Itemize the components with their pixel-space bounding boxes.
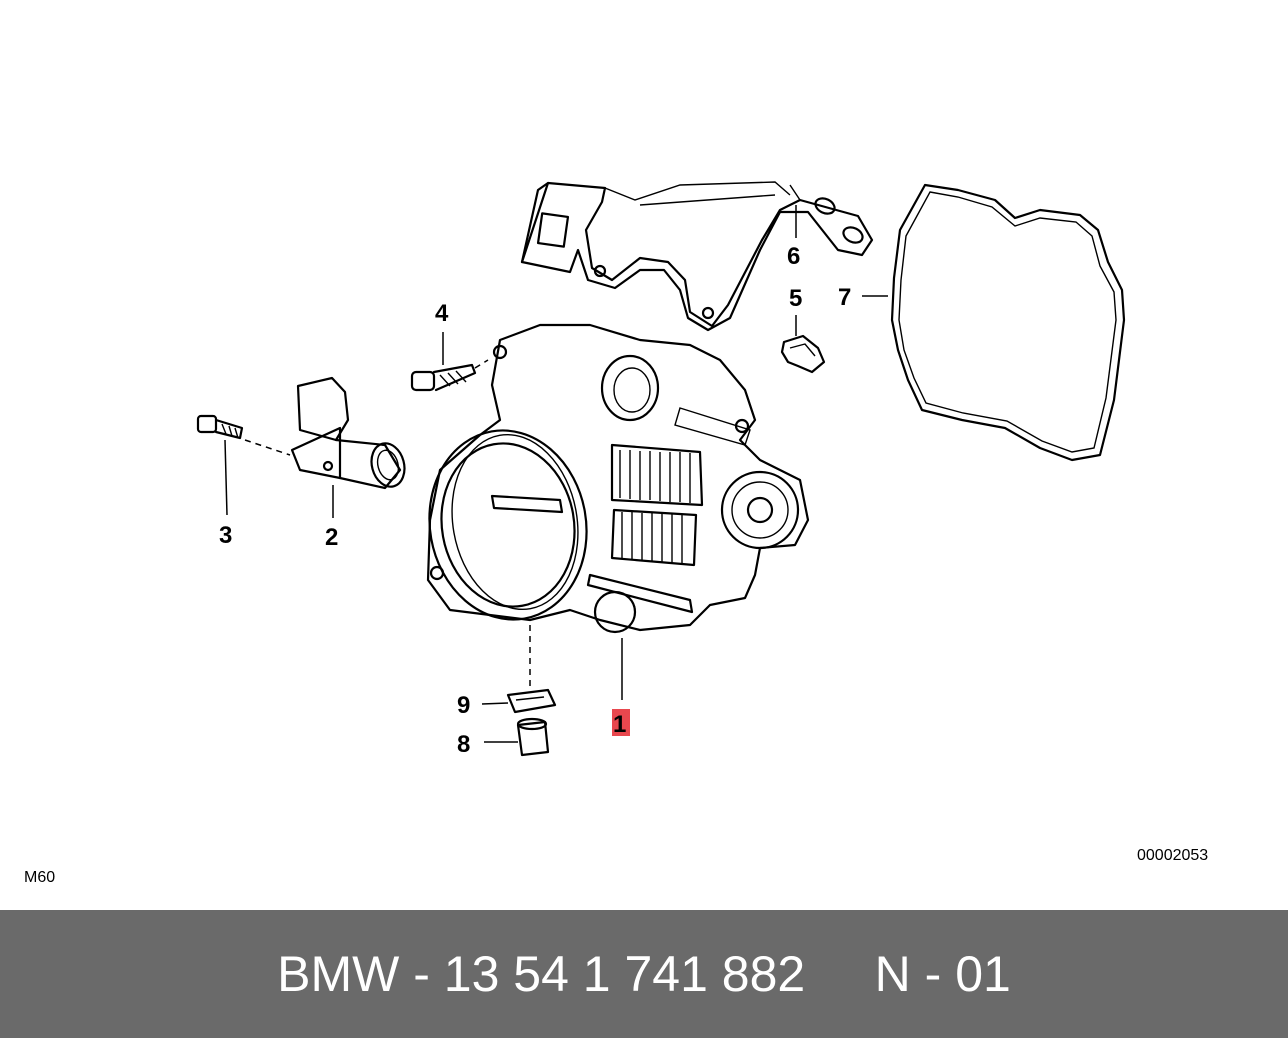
spring-clip-part <box>506 688 557 714</box>
callout-9[interactable]: 9 <box>457 692 470 719</box>
part-number-title: BMW - 13 54 1 741 882 N - 01 <box>277 946 1011 1002</box>
throttle-housing-part <box>426 323 810 634</box>
callout-4[interactable]: 4 <box>435 300 449 327</box>
callout-1-highlight <box>612 709 630 736</box>
sensor-part <box>290 376 406 490</box>
gasket-part <box>890 183 1126 462</box>
leader-lines <box>224 205 888 743</box>
callout-6[interactable]: 6 <box>787 243 800 270</box>
clip-part <box>780 334 826 374</box>
screw-part <box>196 414 244 440</box>
callout-7[interactable]: 7 <box>838 284 851 311</box>
parts-diagram: 1 2 3 4 5 6 7 8 9 <box>196 181 1126 758</box>
callout-3[interactable]: 3 <box>219 522 232 549</box>
callout-8[interactable]: 8 <box>457 731 470 758</box>
bracket-part <box>520 181 874 332</box>
callout-5[interactable]: 5 <box>789 285 802 312</box>
diagram-id-label: 00002053 <box>1137 847 1209 864</box>
callout-2[interactable]: 2 <box>325 524 338 551</box>
footer-bar: BMW - 13 54 1 741 882 N - 01 <box>0 910 1288 1038</box>
callout-1[interactable]: 1 <box>613 711 626 738</box>
bolt-part <box>410 363 477 392</box>
bushing-part <box>516 717 550 757</box>
engine-code-label: M60 <box>24 869 56 886</box>
